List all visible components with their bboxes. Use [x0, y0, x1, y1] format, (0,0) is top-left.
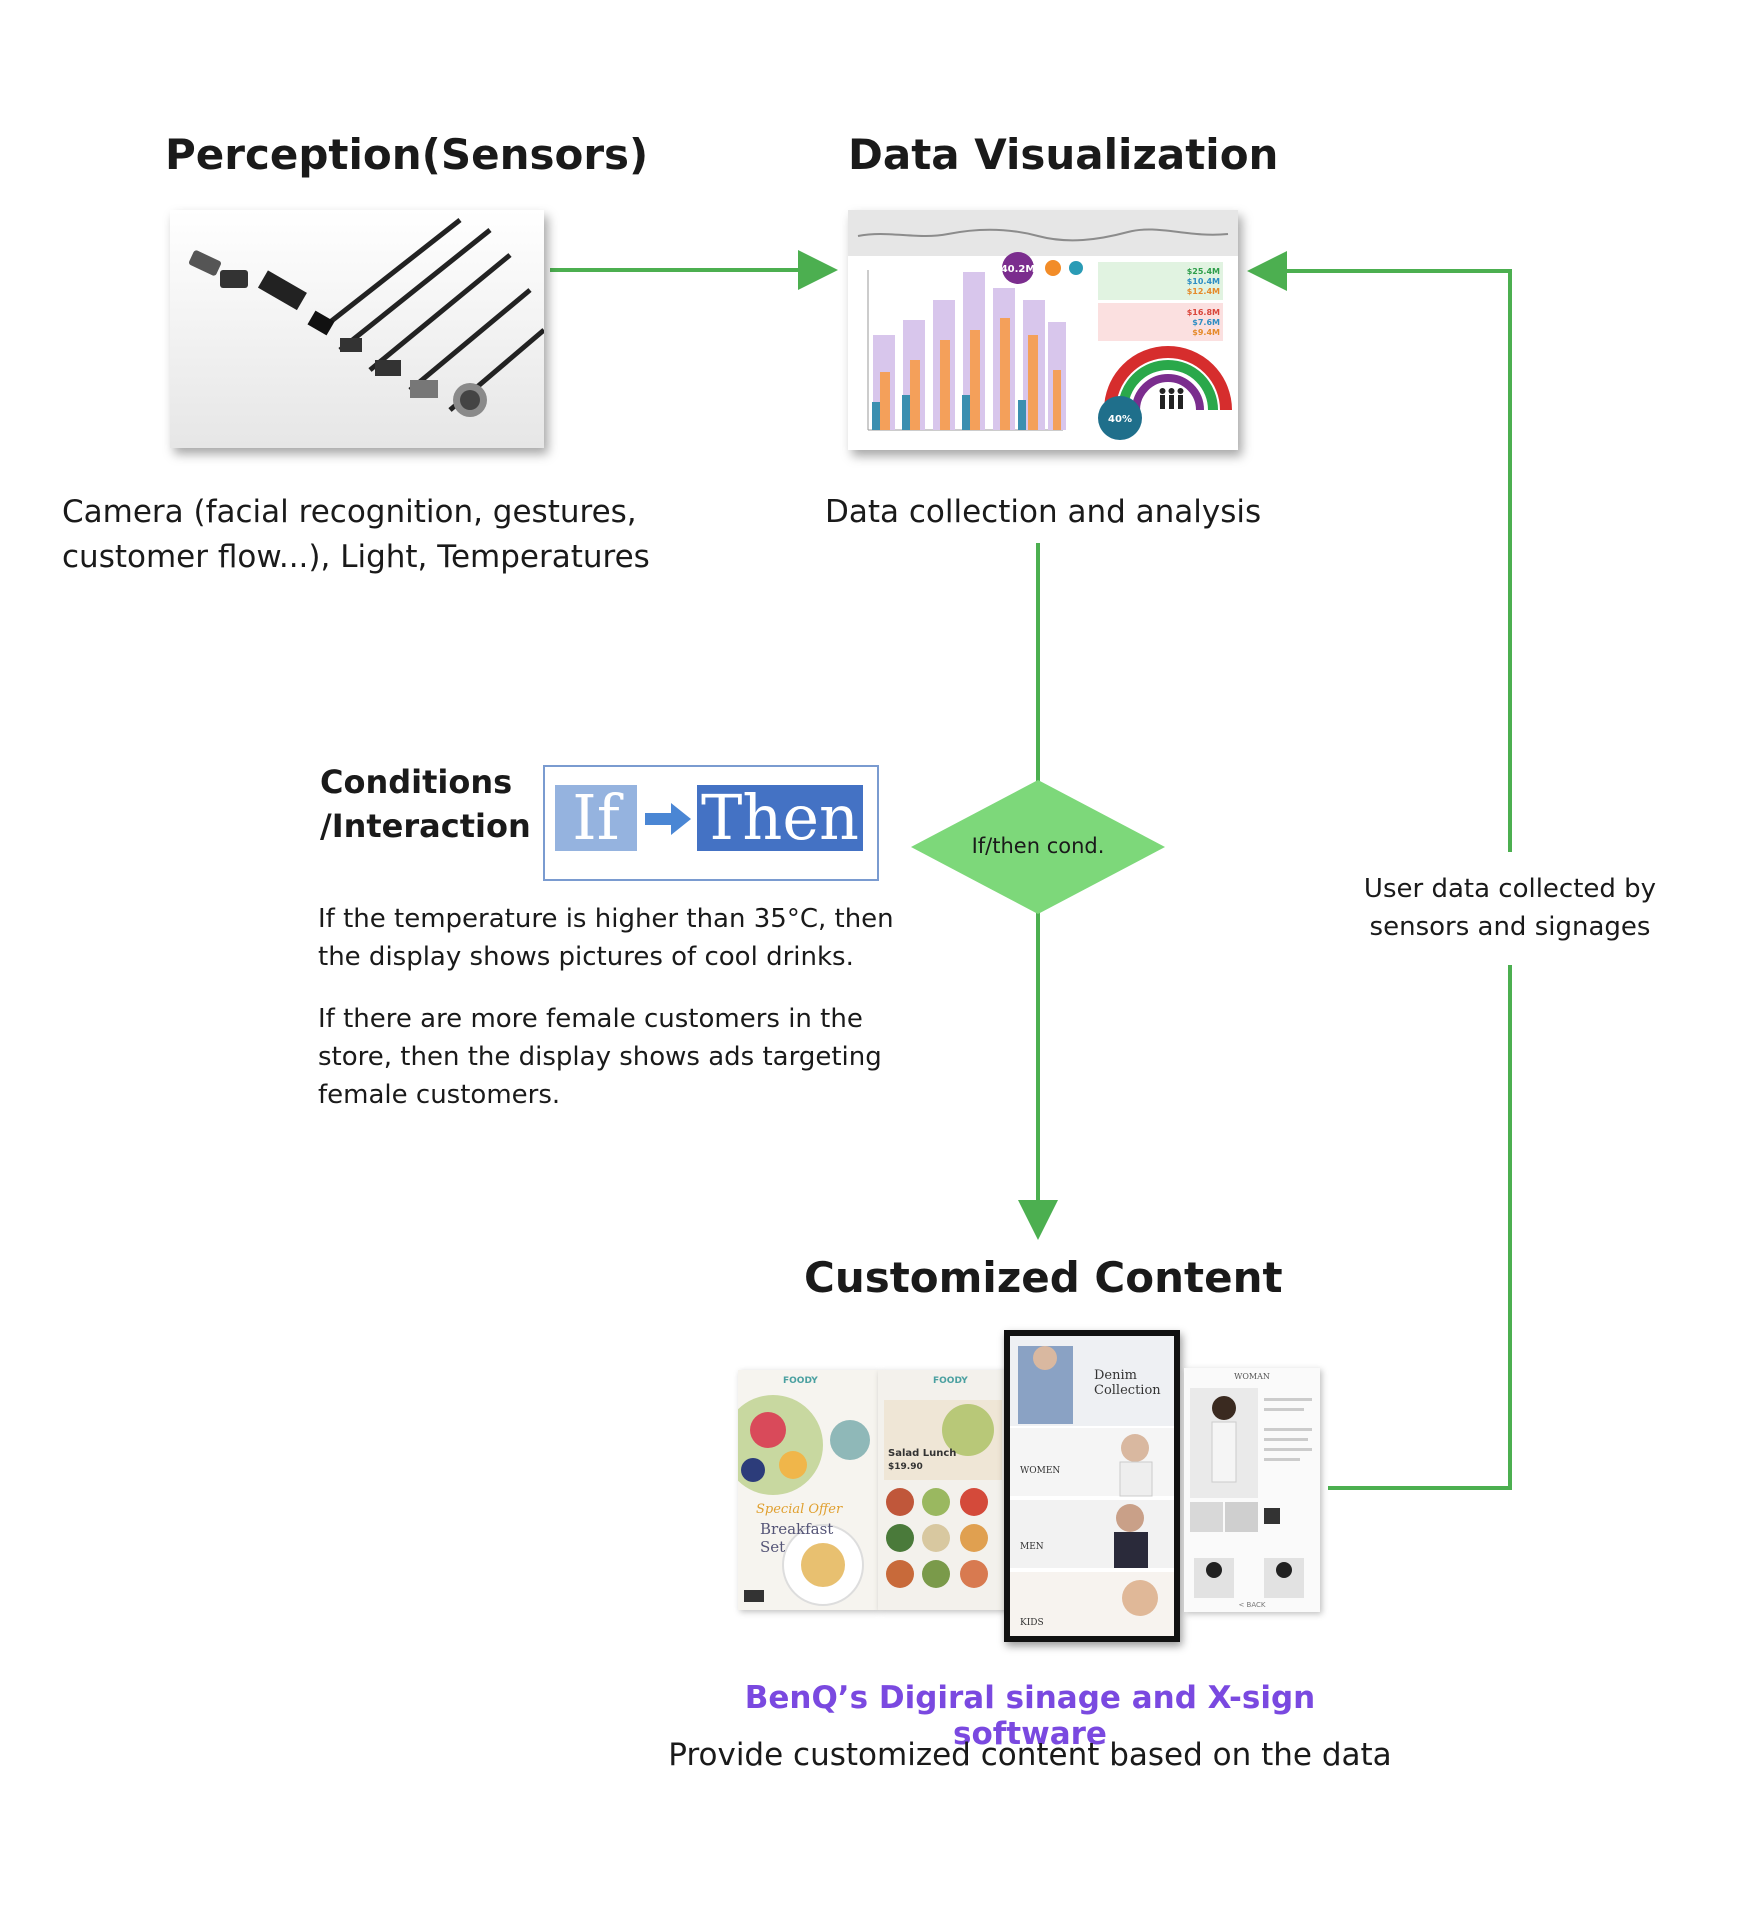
dashboard-percent-value: 40%	[1108, 414, 1132, 425]
signage-montage: FOODY Special Offer Breakfast Set FOODY	[738, 1330, 1328, 1650]
perception-description-line1: Camera (facial recognition, gestures,	[62, 494, 637, 530]
sensor-photo	[170, 210, 544, 448]
software-label: BenQ’s Digiral sinage and X-sign softwar…	[744, 1680, 1316, 1752]
if-then-graphic: If Then	[543, 765, 879, 881]
content-title: Customized Content	[804, 1253, 1283, 1302]
salad-price: $19.90	[888, 1462, 923, 1472]
fashion-kids-label: KIDS	[1020, 1618, 1044, 1628]
condition-example-2: If there are more female customers in th…	[318, 1000, 882, 1114]
feedback-label-line1: User data collected by	[1363, 874, 1657, 904]
decision-label: If/then cond.	[971, 834, 1105, 858]
visualization-caption: Data collection and analysis	[825, 494, 1262, 530]
feedback-line-lower	[1328, 965, 1512, 1490]
conditions-title-line1: Conditions	[320, 763, 513, 801]
dashboard-illustration: 40.2M $25.4M $10.4M $12.4M $16.8M $7.6M …	[848, 210, 1238, 450]
condition-example-1-line1: If the temperature is higher than 35°C, …	[318, 904, 894, 934]
then-block: Then	[697, 785, 863, 851]
dashboard-image: 40.2M $25.4M $10.4M $12.4M $16.8M $7.6M …	[848, 210, 1238, 450]
woman-screen: WOMAN < BACK	[1184, 1368, 1320, 1612]
fashion-screen-inner: Denim Collection WOMEN MEN KIDS	[1010, 1336, 1174, 1636]
condition-example-1: If the temperature is higher than 35°C, …	[318, 900, 894, 976]
dashboard-percent-bubble	[1098, 396, 1142, 440]
stat-value-4: $16.8M	[1187, 308, 1220, 317]
salad-title: Salad Lunch	[888, 1448, 957, 1459]
denim-line1: Denim	[1094, 1368, 1137, 1383]
conditions-title-line2: /Interaction	[320, 807, 531, 845]
visualization-title: Data Visualization	[848, 130, 1279, 179]
perception-description-line2: customer flow...), Light, Temperatures	[62, 539, 650, 575]
arrow-right-icon	[645, 803, 691, 835]
denim-line2: Collection	[1094, 1383, 1161, 1398]
denim-title: Denim Collection	[1094, 1368, 1161, 1398]
stat-value-1: $25.4M	[1187, 267, 1220, 276]
stat-value-2: $10.4M	[1187, 277, 1220, 286]
decision-diamond	[911, 780, 1165, 914]
condition-example-2-line3: female customers.	[318, 1080, 561, 1110]
perception-title: Perception(Sensors)	[165, 130, 649, 179]
breakfast-text: Breakfast Set	[760, 1520, 833, 1556]
conditions-title: Conditions /Interaction	[320, 760, 531, 848]
fashion-women-label: WOMEN	[1020, 1466, 1061, 1476]
condition-example-2-line1: If there are more female customers in th…	[318, 1004, 863, 1034]
dashboard-bars	[872, 272, 1066, 430]
food-screen-left: FOODY Special Offer Breakfast Set	[738, 1370, 878, 1610]
woman-photos	[1190, 1388, 1312, 1598]
woman-back-link: < BACK	[1238, 1601, 1266, 1609]
dashboard-big-value: 40.2M	[1001, 264, 1036, 275]
feedback-label: User data collected by sensors and signa…	[1340, 870, 1680, 946]
stat-value-3: $12.4M	[1187, 287, 1220, 296]
food-grid-illustration	[884, 1400, 1002, 1588]
fashion-men-label: MEN	[1020, 1542, 1044, 1552]
if-block: If	[555, 785, 637, 851]
sensor-illustration	[170, 210, 544, 448]
feedback-line-upper	[1247, 251, 1512, 852]
software-description: Provide customized content based on the …	[668, 1737, 1392, 1773]
condition-example-2-line2: store, then the display shows ads target…	[318, 1042, 882, 1072]
dashboard-value-bubble	[1002, 252, 1034, 284]
feedback-label-line2: sensors and signages	[1369, 912, 1651, 942]
food-plate-illustration	[738, 1395, 870, 1606]
condition-example-1-line2: the display shows pictures of cool drink…	[318, 942, 854, 972]
breakfast-line1: Breakfast	[760, 1520, 834, 1538]
perception-description: Camera (facial recognition, gestures, cu…	[62, 490, 650, 580]
fashion-screen: Denim Collection WOMEN MEN KIDS	[1004, 1330, 1180, 1642]
woman-header: WOMAN	[1234, 1372, 1270, 1381]
food-screen-right: FOODY Salad Lunch $19.90	[878, 1370, 1008, 1610]
food-brand-left: FOODY	[783, 1376, 818, 1386]
stat-value-6: $9.4M	[1192, 328, 1220, 337]
special-offer-text: Special Offer	[756, 1502, 843, 1517]
stat-value-5: $7.6M	[1192, 318, 1220, 327]
fashion-photos	[1010, 1336, 1174, 1636]
breakfast-line2: Set	[760, 1538, 786, 1556]
food-brand-right: FOODY	[933, 1376, 968, 1386]
